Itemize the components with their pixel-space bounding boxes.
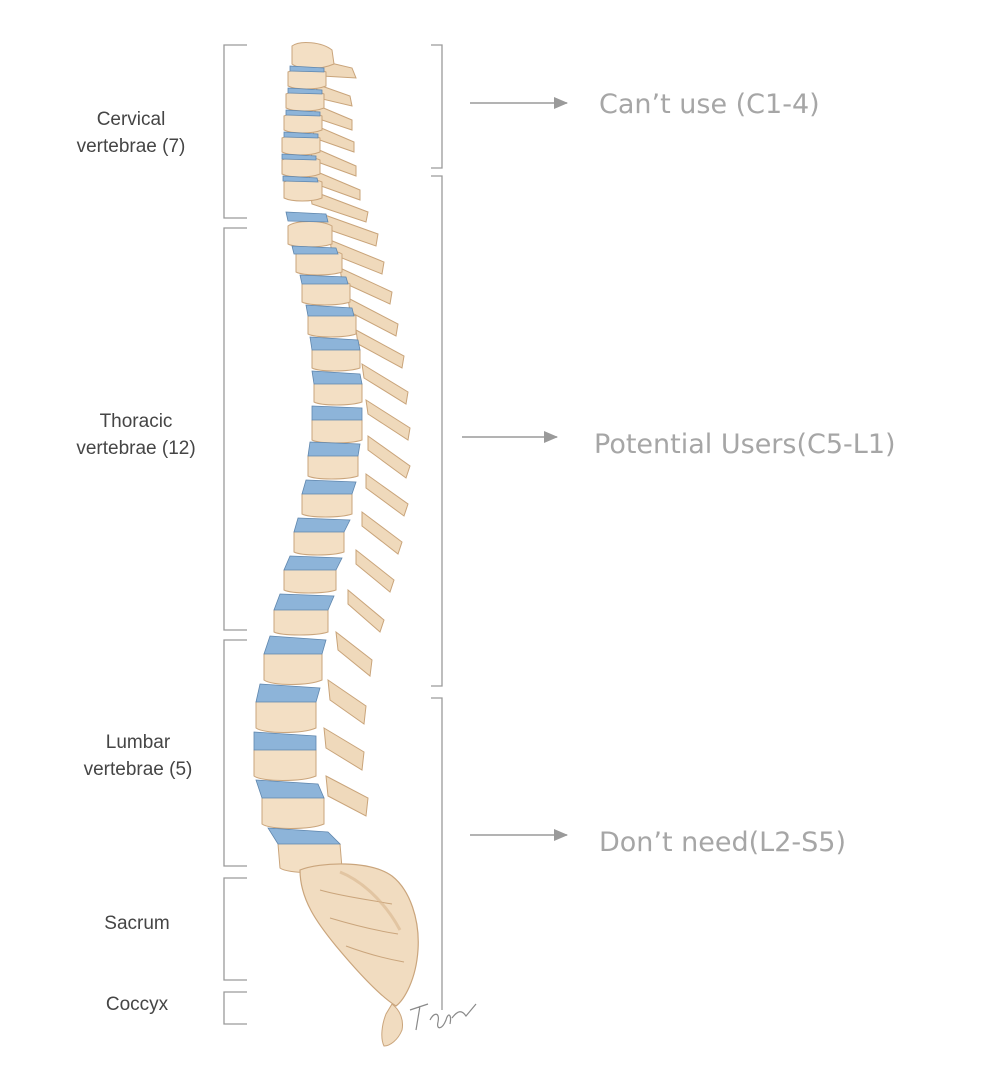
artist-signature-icon [409,1003,477,1031]
region-label-sacrum: Sacrum [104,913,170,934]
region-thoracic-line2: vertebrae (12) [76,438,196,459]
vertebral-bodies [253,42,363,873]
region-lumbar-line2: vertebrae (5) [83,759,193,780]
coccyx [381,1003,403,1047]
bracket-potential-users [431,175,443,687]
left-brackets [223,44,247,1025]
region-label-cervical: Cervical vertebrae (7) [36,106,226,160]
bracket-coccyx [223,991,247,1025]
right-brackets [431,44,443,1010]
bracket-sacrum [223,877,247,981]
group-label-potential-users: Potential Users(C5-L1) [594,429,896,460]
region-thoracic-line1: Thoracic [99,411,173,432]
arrows [462,97,568,841]
bracket-cervical [223,44,247,219]
spine-illustration [253,42,419,1047]
region-label-coccyx: Coccyx [105,994,169,1015]
region-lumbar-line1: Lumbar [105,732,171,753]
sacrum [299,863,419,1007]
group-label-dont-need: Don’t need(L2-S5) [599,827,846,858]
region-cervical-line2: vertebrae (7) [76,136,186,157]
region-cervical-line1: Cervical [96,109,166,130]
region-label-thoracic: Thoracic vertebrae (12) [41,408,231,462]
bracket-dont-need [431,697,443,1010]
bracket-lumbar [223,639,247,867]
region-label-lumbar: Lumbar vertebrae (5) [43,729,233,783]
bracket-cant-use [431,44,443,169]
intervertebral-discs [253,65,363,845]
bracket-thoracic [223,227,247,631]
spinous-processes [307,59,411,817]
group-label-cant-use: Can’t use (C1-4) [599,89,820,120]
